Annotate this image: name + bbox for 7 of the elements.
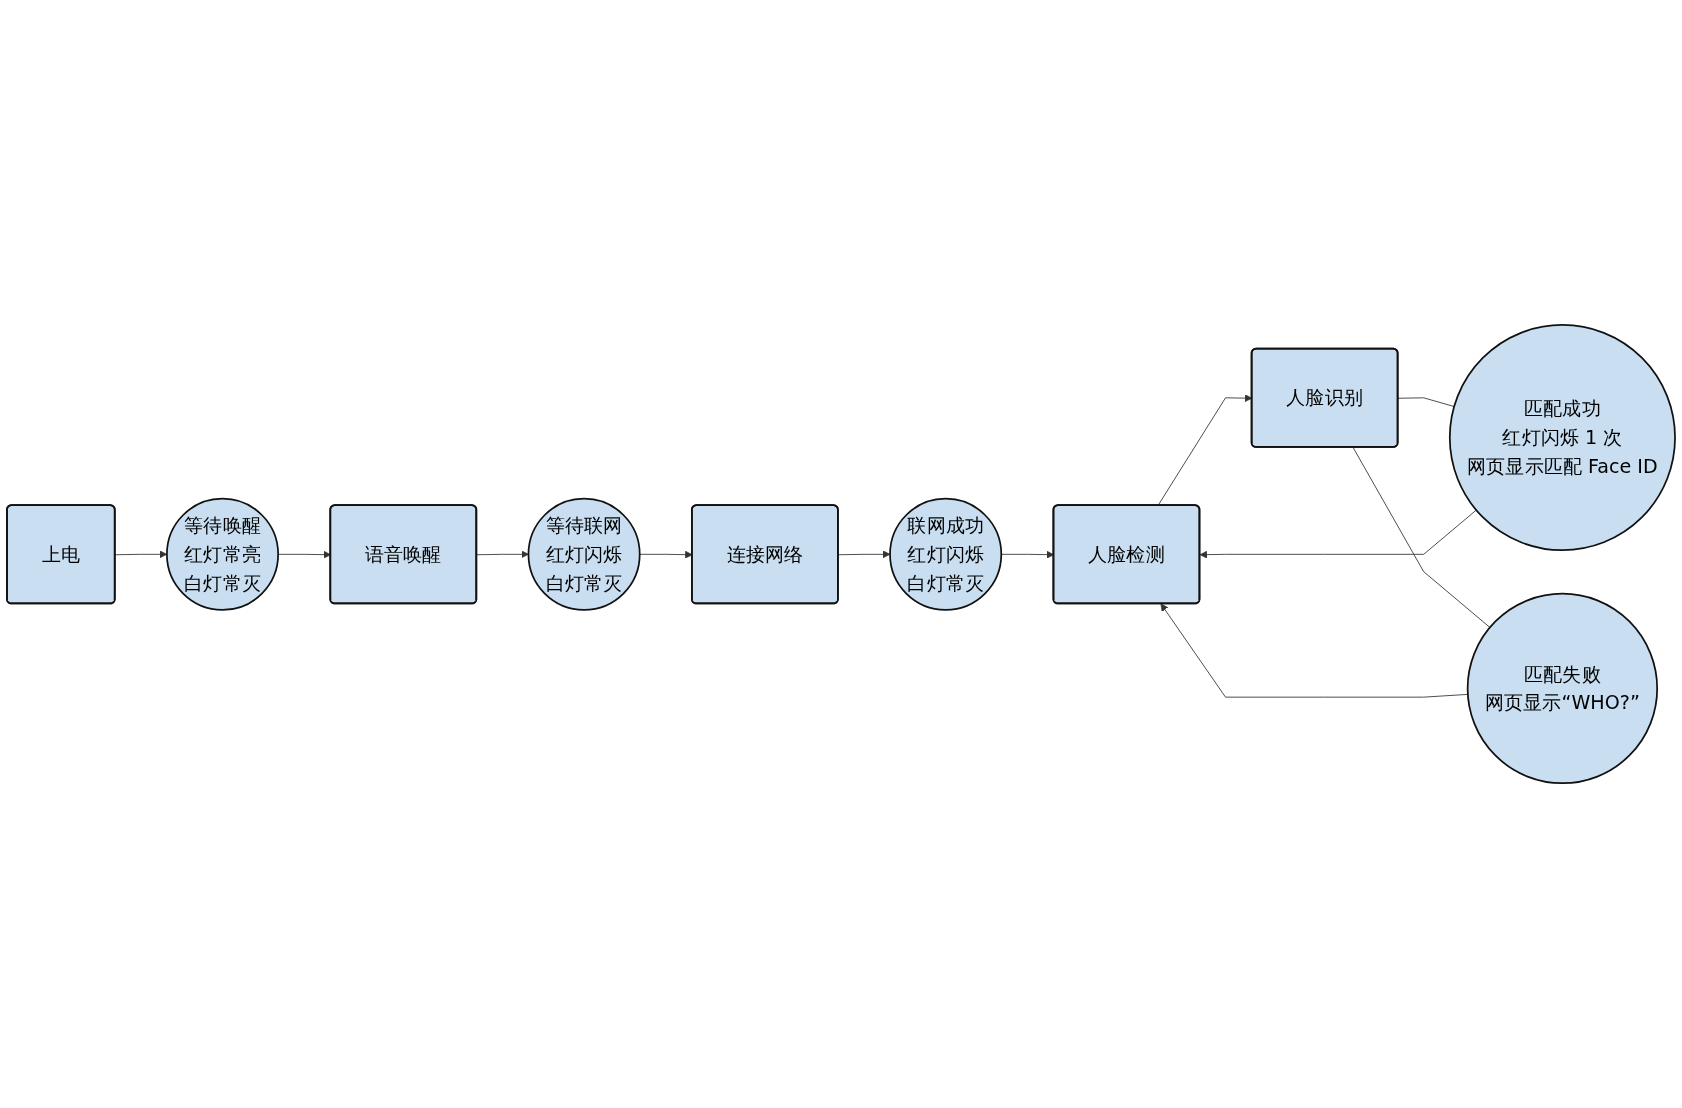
node-circle: 联网成功 红灯闪烁 白灯常灭 xyxy=(889,497,1003,611)
connector xyxy=(1352,446,1491,628)
node-circle: 等待唤醒 红灯常亮 白灯常灭 xyxy=(166,497,279,611)
node-circle: 匹配成功 红灯闪烁 1 次 网页显示匹配 Face ID xyxy=(1448,324,1676,551)
node-circle: 等待联网 红灯闪烁 白灯常灭 xyxy=(527,497,641,611)
connector xyxy=(1397,397,1455,407)
node-circle: 匹配失败 网页显示“WHO?” xyxy=(1466,592,1659,784)
